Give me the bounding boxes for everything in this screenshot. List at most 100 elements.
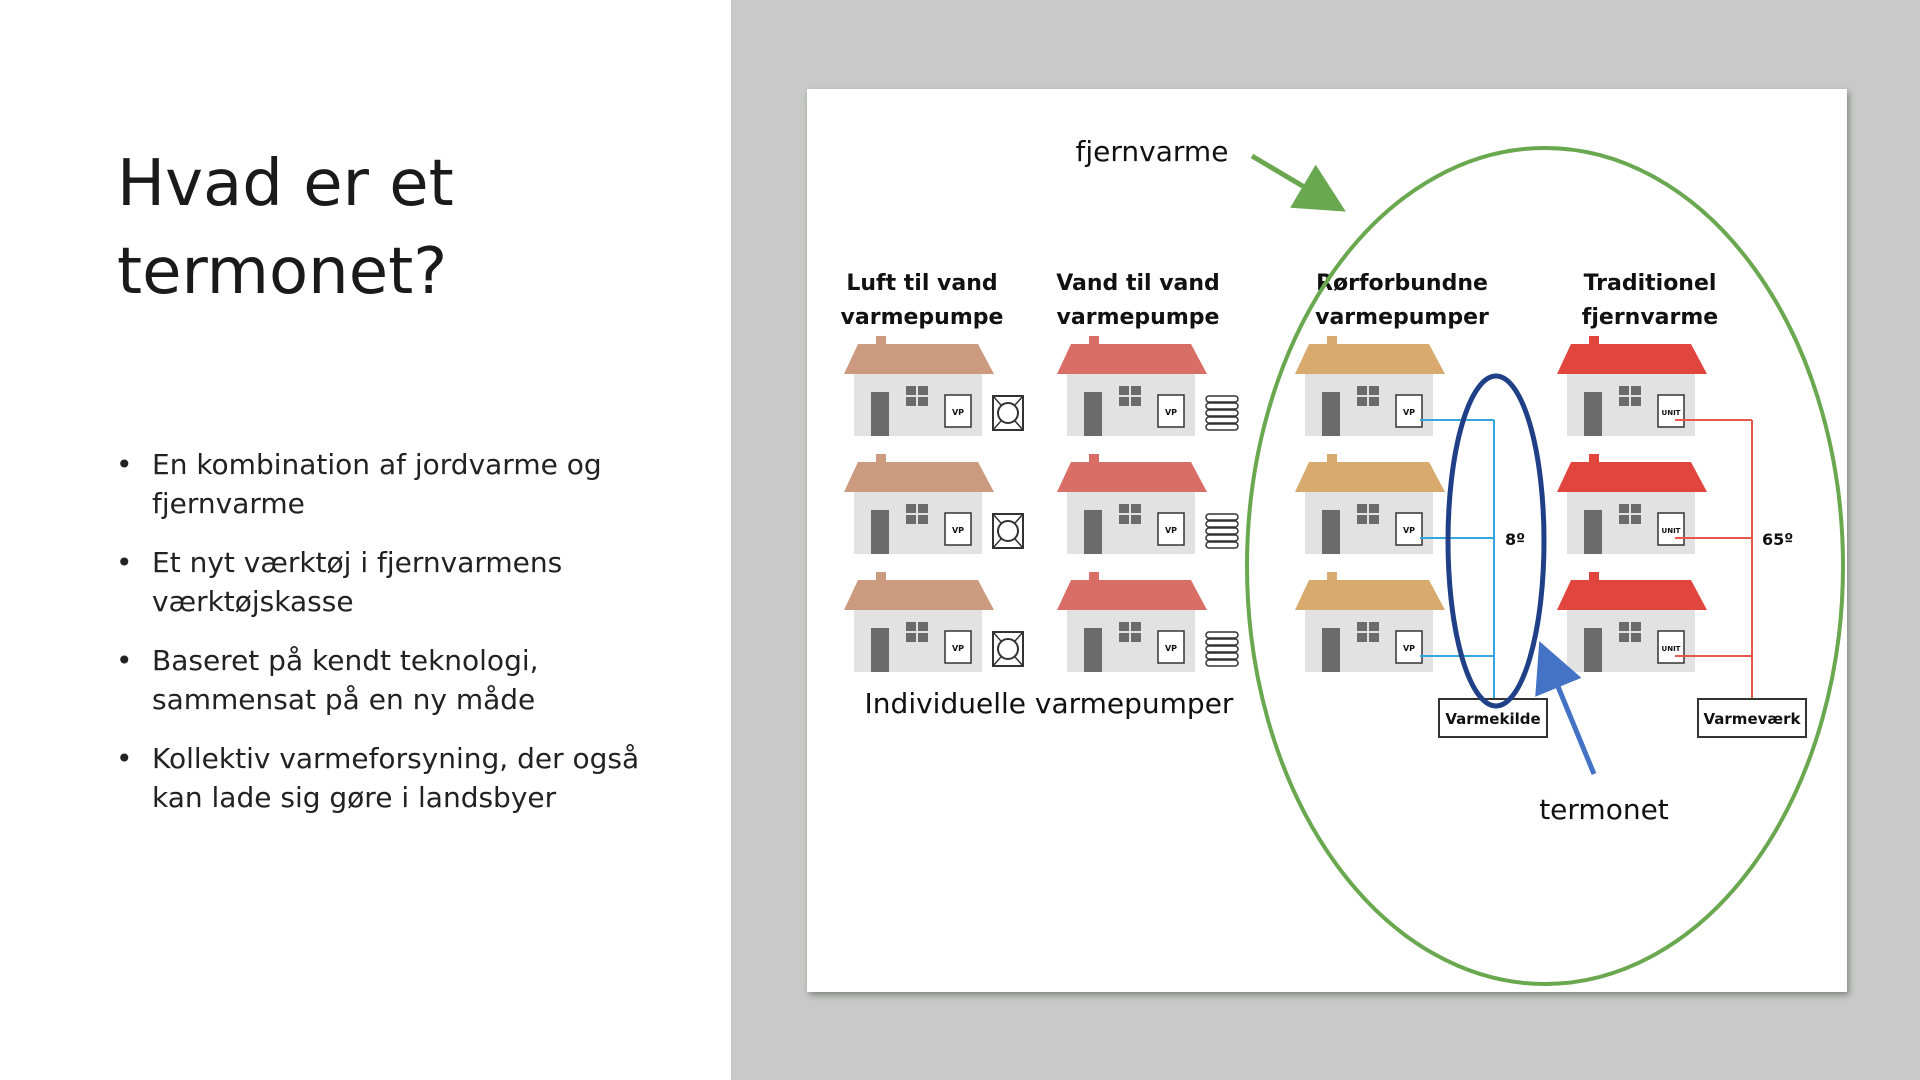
window-pane (1369, 504, 1379, 513)
door (1584, 628, 1602, 672)
window-pane (1131, 622, 1141, 631)
district-heating-temperature: 65º (1762, 530, 1793, 549)
bullet-text-line-2: sammensat på en ny måde (152, 683, 536, 716)
fan-icon (997, 402, 1019, 424)
termonet-diagram: Luft til vand varmepumpe Vand til vand v… (841, 135, 1845, 986)
window-pane (1631, 633, 1641, 642)
roof (1295, 580, 1445, 610)
window-pane (1119, 515, 1129, 524)
bullet-text-line-2: fjernvarme (152, 487, 305, 520)
window-pane (1357, 397, 1367, 406)
bullet-dot: • (116, 546, 133, 579)
window-pane (918, 515, 928, 524)
window-pane (1369, 515, 1379, 524)
door (871, 510, 889, 554)
termonet-temperature: 8º (1505, 530, 1525, 549)
chimney (1089, 454, 1099, 466)
window-pane (918, 386, 928, 395)
house: VP (1295, 454, 1445, 554)
chimney (1589, 336, 1599, 348)
ground-coil-icon (1205, 645, 1239, 653)
window-pane (918, 397, 928, 406)
house: UNIT (1557, 454, 1707, 554)
unit-box (1395, 394, 1423, 428)
heat-plant-frame (1697, 698, 1807, 738)
termonet-label: termonet (1539, 793, 1669, 826)
chimney (1589, 454, 1599, 466)
door (1084, 510, 1102, 554)
bullet-text-line-2: kan lade sig gøre i landsbyer (152, 781, 557, 814)
window-pane (906, 633, 916, 642)
ground-coil-icon (1205, 527, 1239, 535)
unit-box (1157, 512, 1185, 546)
ground-coil-icon (1205, 395, 1239, 403)
roof (844, 580, 994, 610)
roof (1557, 344, 1707, 374)
door (871, 392, 889, 436)
chimney (1327, 336, 1337, 348)
house: VP (844, 572, 1024, 672)
window-pane (918, 622, 928, 631)
individual-heat-pumps-label: Individuelle varmepumper (865, 687, 1234, 720)
chimney (1589, 572, 1599, 584)
bullet-text-line-1: Et nyt værktøj i fjernvarmens (152, 546, 563, 579)
window-pane (1119, 397, 1129, 406)
bullet-text-line-1: En kombination af jordvarme og (152, 448, 602, 481)
roof (1295, 462, 1445, 492)
window-pane (1357, 633, 1367, 642)
window-pane (1631, 504, 1641, 513)
chimney (1327, 572, 1337, 584)
ground-coil-icon (1205, 638, 1239, 646)
window-pane (1631, 515, 1641, 524)
unit-label: UNIT (1662, 645, 1681, 653)
vp-label: VP (1403, 526, 1415, 535)
roof (844, 462, 994, 492)
roof (1557, 580, 1707, 610)
unit-label: UNIT (1662, 527, 1681, 535)
window-pane (1357, 504, 1367, 513)
window-pane (1631, 386, 1641, 395)
house: VP (844, 454, 1024, 554)
door (1584, 392, 1602, 436)
slide-title: Hvad er et termonet? (117, 140, 677, 316)
window-pane (1369, 633, 1379, 642)
window-pane (906, 622, 916, 631)
column-title-1-line-1: Luft til vand (846, 271, 997, 296)
chimney (1327, 454, 1337, 466)
house: VP (1057, 454, 1239, 554)
window-pane (1619, 622, 1629, 631)
unit-box (1157, 394, 1185, 428)
bullet-dot: • (116, 644, 133, 677)
window-pane (1631, 397, 1641, 406)
bullet-text-line-2: værktøjskasse (152, 585, 354, 618)
house: VP (1295, 572, 1445, 672)
window-pane (1131, 515, 1141, 524)
window-pane (1119, 386, 1129, 395)
termonet-pipes (1420, 419, 1495, 700)
house: VP (1057, 572, 1239, 672)
unit-box (944, 394, 972, 428)
diagram-card: Luft til vand varmepumpe Vand til vand v… (807, 89, 1847, 992)
window-pane (1619, 397, 1629, 406)
door (1084, 628, 1102, 672)
window-pane (906, 397, 916, 406)
termonet-ellipse (1445, 373, 1547, 709)
fjernvarme-arrow (1250, 153, 1346, 212)
door (1084, 392, 1102, 436)
ground-coil-icon (1205, 652, 1239, 660)
ground-coil-icon (1205, 402, 1239, 410)
window-pane (906, 504, 916, 513)
window-pane (1369, 386, 1379, 395)
window-pane (1369, 622, 1379, 631)
vp-label: VP (1165, 644, 1177, 653)
fan-icon (997, 638, 1019, 660)
column-title-3-line-1: Rørforbundne (1316, 271, 1488, 296)
chimney (876, 336, 886, 348)
window-pane (1131, 386, 1141, 395)
window-pane (1357, 515, 1367, 524)
unit-box (944, 630, 972, 664)
ground-coil-icon (1205, 659, 1239, 667)
ground-coil-icon (1205, 416, 1239, 424)
column-title-2-line-2: varmepumpe (1057, 305, 1220, 330)
window-pane (1119, 622, 1129, 631)
